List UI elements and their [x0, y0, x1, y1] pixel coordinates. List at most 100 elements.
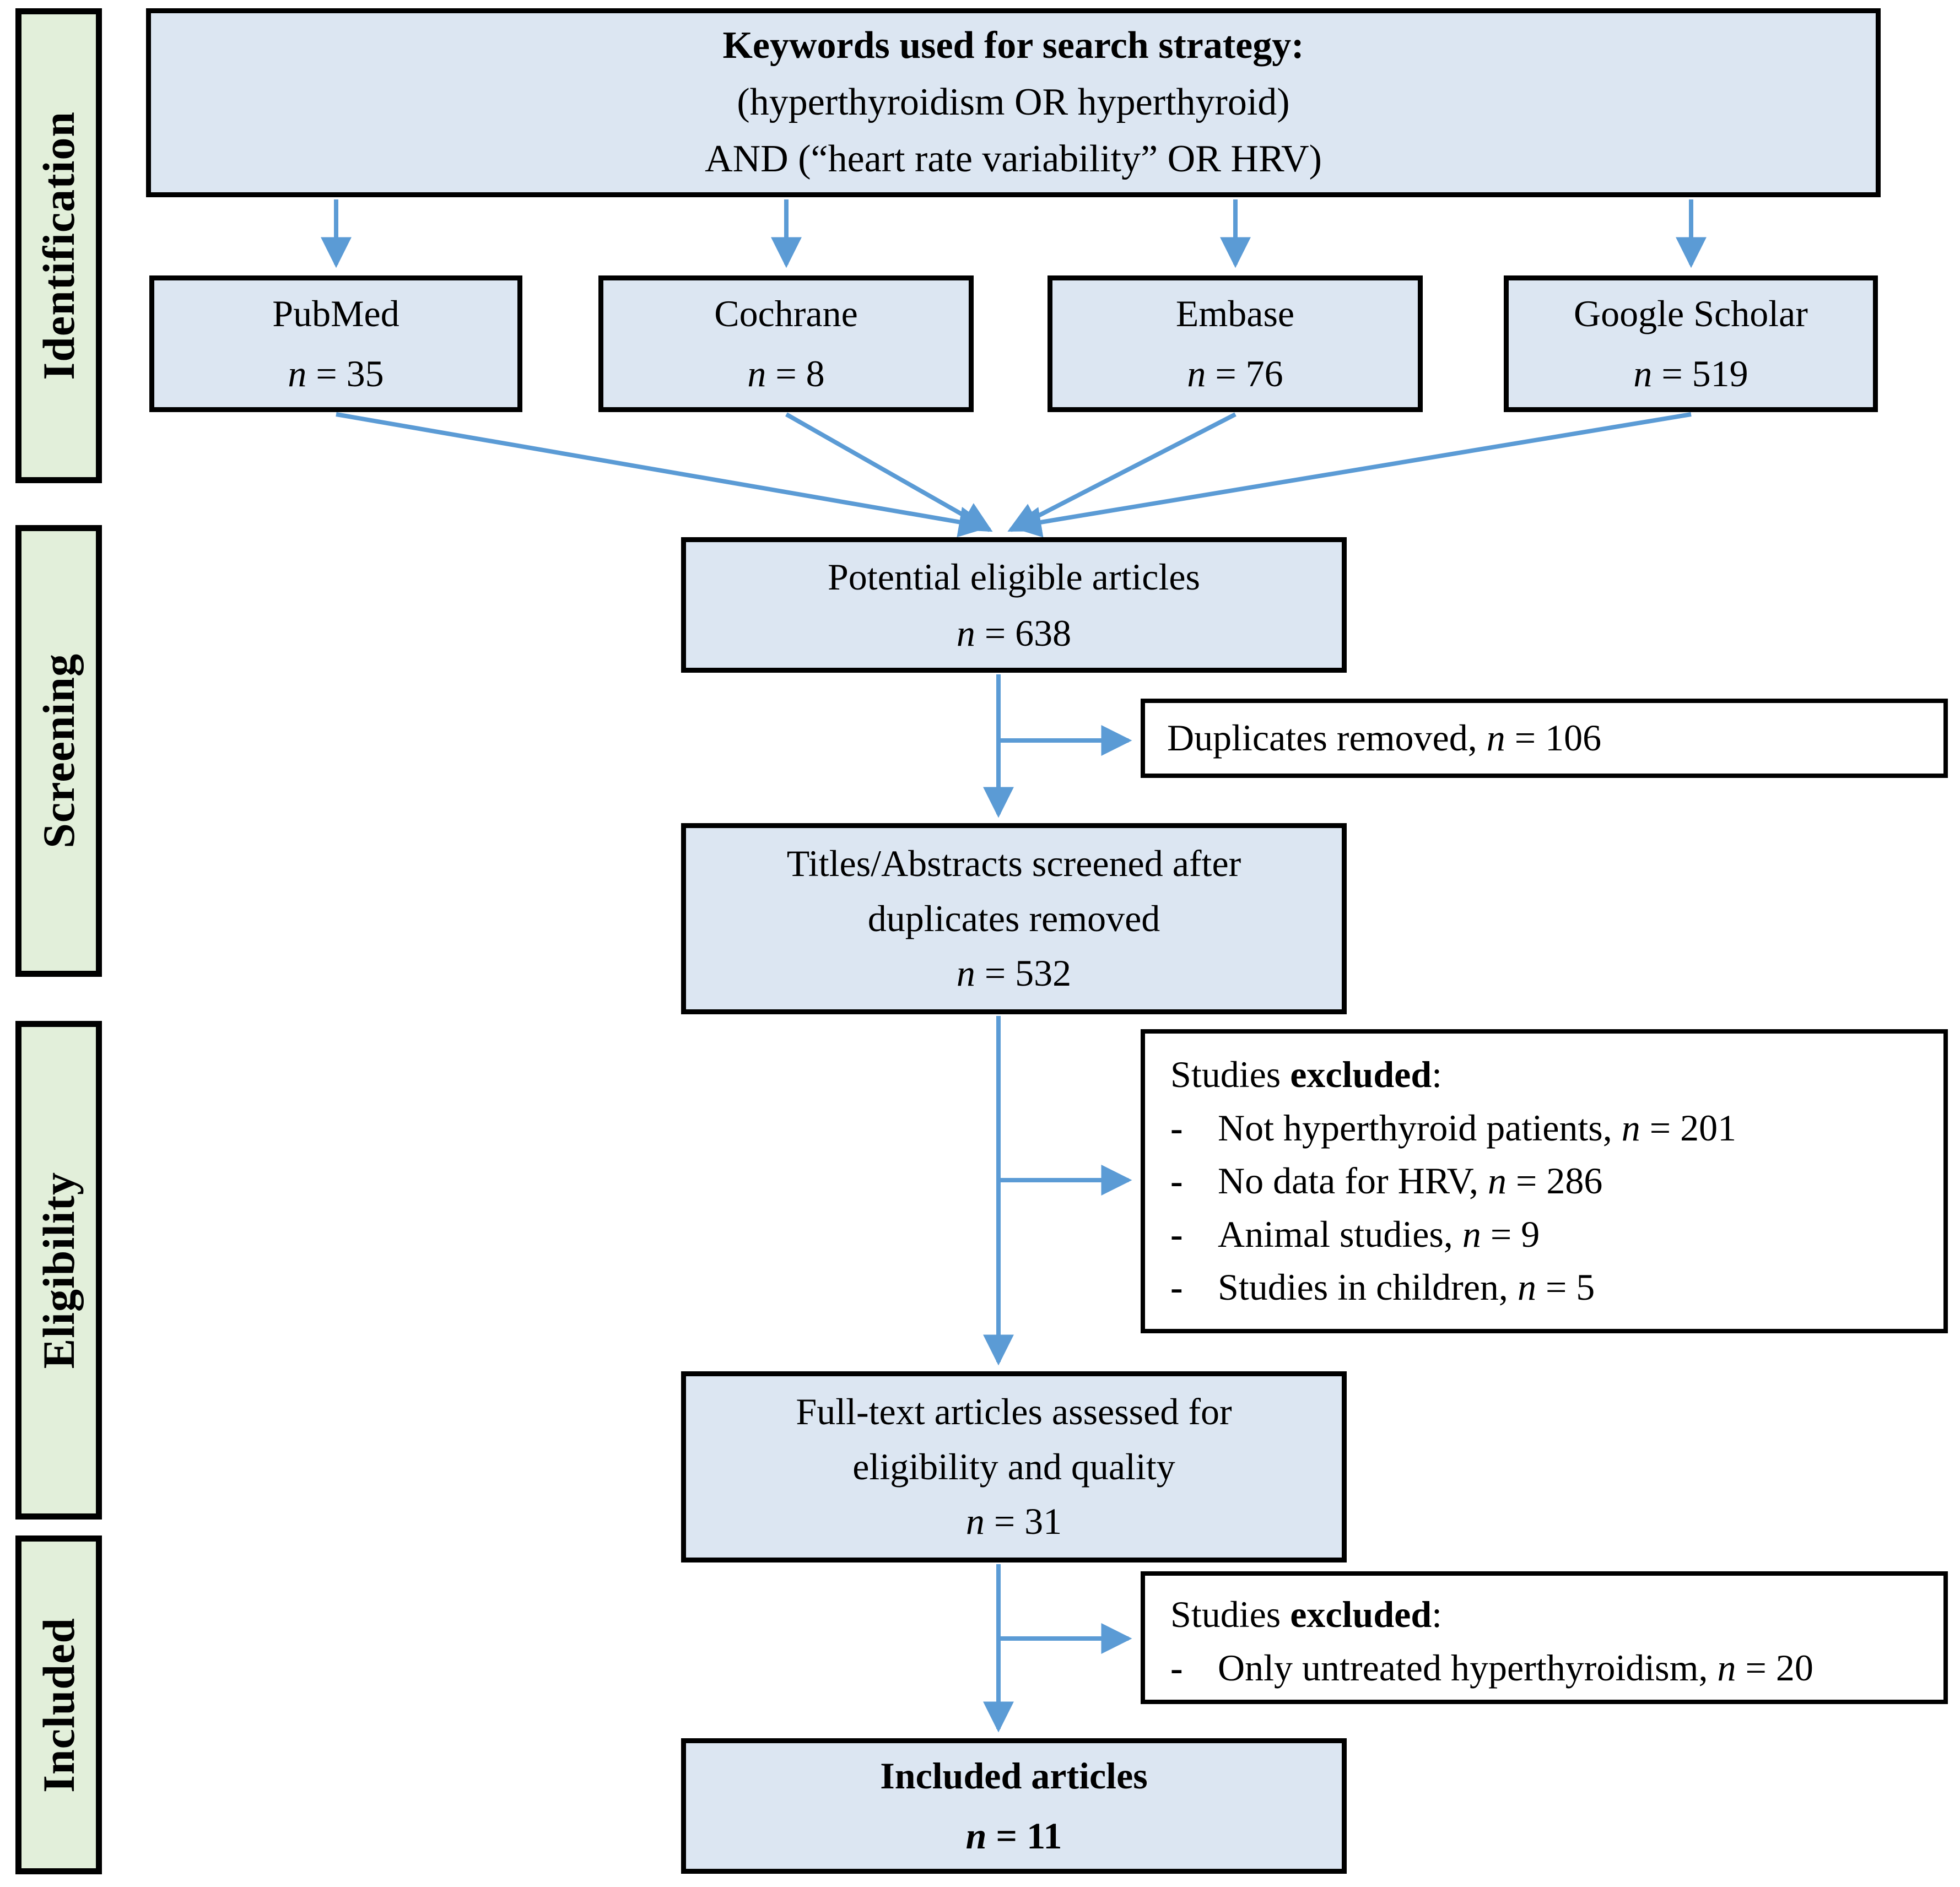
n-symbol: n	[965, 1815, 987, 1857]
excluded2-item-1: -Only untreated hyperthyroidism, n = 20	[1170, 1641, 1927, 1695]
n-symbol: n	[1717, 1646, 1736, 1689]
equals: =	[1652, 353, 1692, 394]
excluded1-item-3-text: Animal studies, n = 9	[1218, 1208, 1540, 1261]
equals: =	[306, 353, 347, 394]
stage-identification-label: Identification	[33, 111, 84, 380]
keywords-box: Keywords used for search strategy: (hype…	[146, 8, 1881, 197]
excluded2-bold-word: excluded	[1290, 1593, 1432, 1635]
stage-eligibility-label: Eligibility	[33, 1171, 84, 1369]
arrow-gscholar-to-potential	[1010, 412, 1692, 538]
database-box-pubmed: PubMed n = 35	[149, 275, 522, 412]
potential-eligible-box: Potential eligible articles n = 638	[681, 537, 1347, 673]
dash-bullet: -	[1170, 1266, 1183, 1309]
embase-n-value: 76	[1245, 353, 1283, 394]
excluded1-item-4: -Studies in children, n = 5	[1170, 1261, 1927, 1314]
excluded1-prefix: Studies	[1170, 1053, 1291, 1095]
n-symbol: n	[1517, 1266, 1536, 1309]
n-symbol: n	[1488, 1160, 1507, 1202]
excluded1-item-1: -Not hyperthyroid patients, n = 201	[1170, 1101, 1927, 1155]
n-symbol: n	[965, 1500, 985, 1543]
equals: =	[1640, 1106, 1681, 1149]
excluded1-item-2: -No data for HRV, n = 286	[1170, 1154, 1927, 1208]
fulltext-count: n = 31	[966, 1494, 1062, 1549]
excluded1-item-2-label: No data for HRV,	[1218, 1160, 1488, 1202]
equals: =	[1736, 1646, 1776, 1689]
excluded2-item-1-text: Only untreated hyperthyroidism, n = 20	[1218, 1641, 1813, 1695]
included-count: n = 11	[966, 1806, 1062, 1866]
n-symbol: n	[1187, 353, 1206, 394]
excluded1-suffix: :	[1432, 1053, 1443, 1095]
keywords-line3: AND (“heart rate variability” OR HRV)	[705, 137, 1322, 180]
excluded1-item-2-text: No data for HRV, n = 286	[1218, 1154, 1602, 1208]
keywords-line2: (hyperthyroidism OR hyperthyroid)	[737, 81, 1290, 124]
n-symbol: n	[956, 952, 975, 994]
pubmed-n-value: 35	[346, 353, 384, 394]
included-label: Included articles	[880, 1755, 1148, 1797]
equals: =	[1536, 1266, 1576, 1309]
arrow-pubmed-to-potential	[336, 412, 990, 538]
n-symbol: n	[1462, 1213, 1481, 1255]
excluded-box-2: Studies excluded: -Only untreated hypert…	[1141, 1571, 1948, 1704]
excluded2-item-1-label: Only untreated hyperthyroidism,	[1218, 1646, 1718, 1689]
n-symbol: n	[956, 612, 975, 654]
excluded1-item-1-text: Not hyperthyroid patients, n = 201	[1218, 1101, 1736, 1155]
excluded1-bold-word: excluded	[1290, 1053, 1432, 1095]
equals: =	[975, 612, 1016, 654]
titles-count: n = 532	[957, 946, 1071, 1001]
excluded2-suffix: :	[1432, 1593, 1443, 1635]
potential-n-value: 638	[1015, 612, 1072, 654]
keywords-title: Keywords used for search strategy:	[722, 24, 1304, 67]
equals: =	[984, 1500, 1025, 1543]
equals: =	[1507, 1160, 1547, 1202]
arrow-cochrane-to-potential	[785, 412, 993, 532]
equals: =	[1481, 1213, 1521, 1255]
excluded1-item-3: -Animal studies, n = 9	[1170, 1208, 1927, 1261]
dash-bullet: -	[1170, 1646, 1183, 1689]
excluded1-item-1-n: 201	[1680, 1106, 1737, 1149]
included-articles-box: Included articles n = 11	[681, 1738, 1347, 1874]
duplicates-line: Duplicates removed, n = 106	[1167, 712, 1943, 764]
potential-count: n = 638	[957, 605, 1071, 661]
database-box-cochrane: Cochrane n = 8	[598, 275, 974, 412]
dash-bullet: -	[1170, 1213, 1183, 1255]
n-symbol: n	[1633, 353, 1653, 394]
fulltext-assessed-box: Full-text articles assessed for eligibil…	[681, 1371, 1347, 1562]
excluded2-title: Studies excluded:	[1170, 1588, 1927, 1641]
fulltext-n-value: 31	[1024, 1500, 1062, 1543]
database-box-embase: Embase n = 76	[1048, 275, 1423, 412]
excluded1-item-4-label: Studies in children,	[1218, 1266, 1518, 1309]
cochrane-count: n = 8	[747, 344, 824, 404]
stage-eligibility: Eligibility	[15, 1021, 102, 1520]
google-scholar-count: n = 519	[1633, 344, 1748, 404]
equals: =	[986, 1815, 1027, 1857]
equals: =	[1206, 353, 1246, 394]
duplicates-removed-box: Duplicates removed, n = 106	[1141, 699, 1948, 778]
n-symbol: n	[747, 353, 766, 394]
potential-label: Potential eligible articles	[827, 556, 1200, 598]
excluded2-prefix: Studies	[1170, 1593, 1291, 1635]
duplicates-n-value: 106	[1545, 717, 1602, 759]
excluded-box-1: Studies excluded: -Not hyperthyroid pati…	[1141, 1029, 1948, 1333]
equals: =	[1505, 717, 1546, 759]
excluded1-item-4-n: 5	[1576, 1266, 1595, 1309]
embase-label: Embase	[1175, 293, 1295, 335]
excluded1-item-3-label: Animal studies,	[1218, 1213, 1462, 1255]
titles-line2: duplicates removed	[867, 897, 1160, 939]
excluded1-item-1-label: Not hyperthyroid patients,	[1218, 1106, 1622, 1149]
duplicates-text: Duplicates removed,	[1167, 717, 1487, 759]
titles-line1: Titles/Abstracts screened after	[786, 842, 1241, 884]
database-box-google-scholar: Google Scholar n = 519	[1504, 275, 1878, 412]
excluded1-item-2-n: 286	[1546, 1160, 1603, 1202]
stage-identification: Identification	[15, 8, 102, 483]
embase-count: n = 76	[1187, 344, 1283, 404]
excluded1-item-3-n: 9	[1521, 1213, 1540, 1255]
google-scholar-label: Google Scholar	[1574, 293, 1808, 335]
equals: =	[766, 353, 806, 394]
stage-screening: Screening	[15, 525, 102, 977]
dash-bullet: -	[1170, 1106, 1183, 1149]
arrow-embase-to-potential	[1007, 412, 1237, 532]
cochrane-label: Cochrane	[714, 293, 858, 335]
stage-included-label: Included	[33, 1617, 84, 1793]
